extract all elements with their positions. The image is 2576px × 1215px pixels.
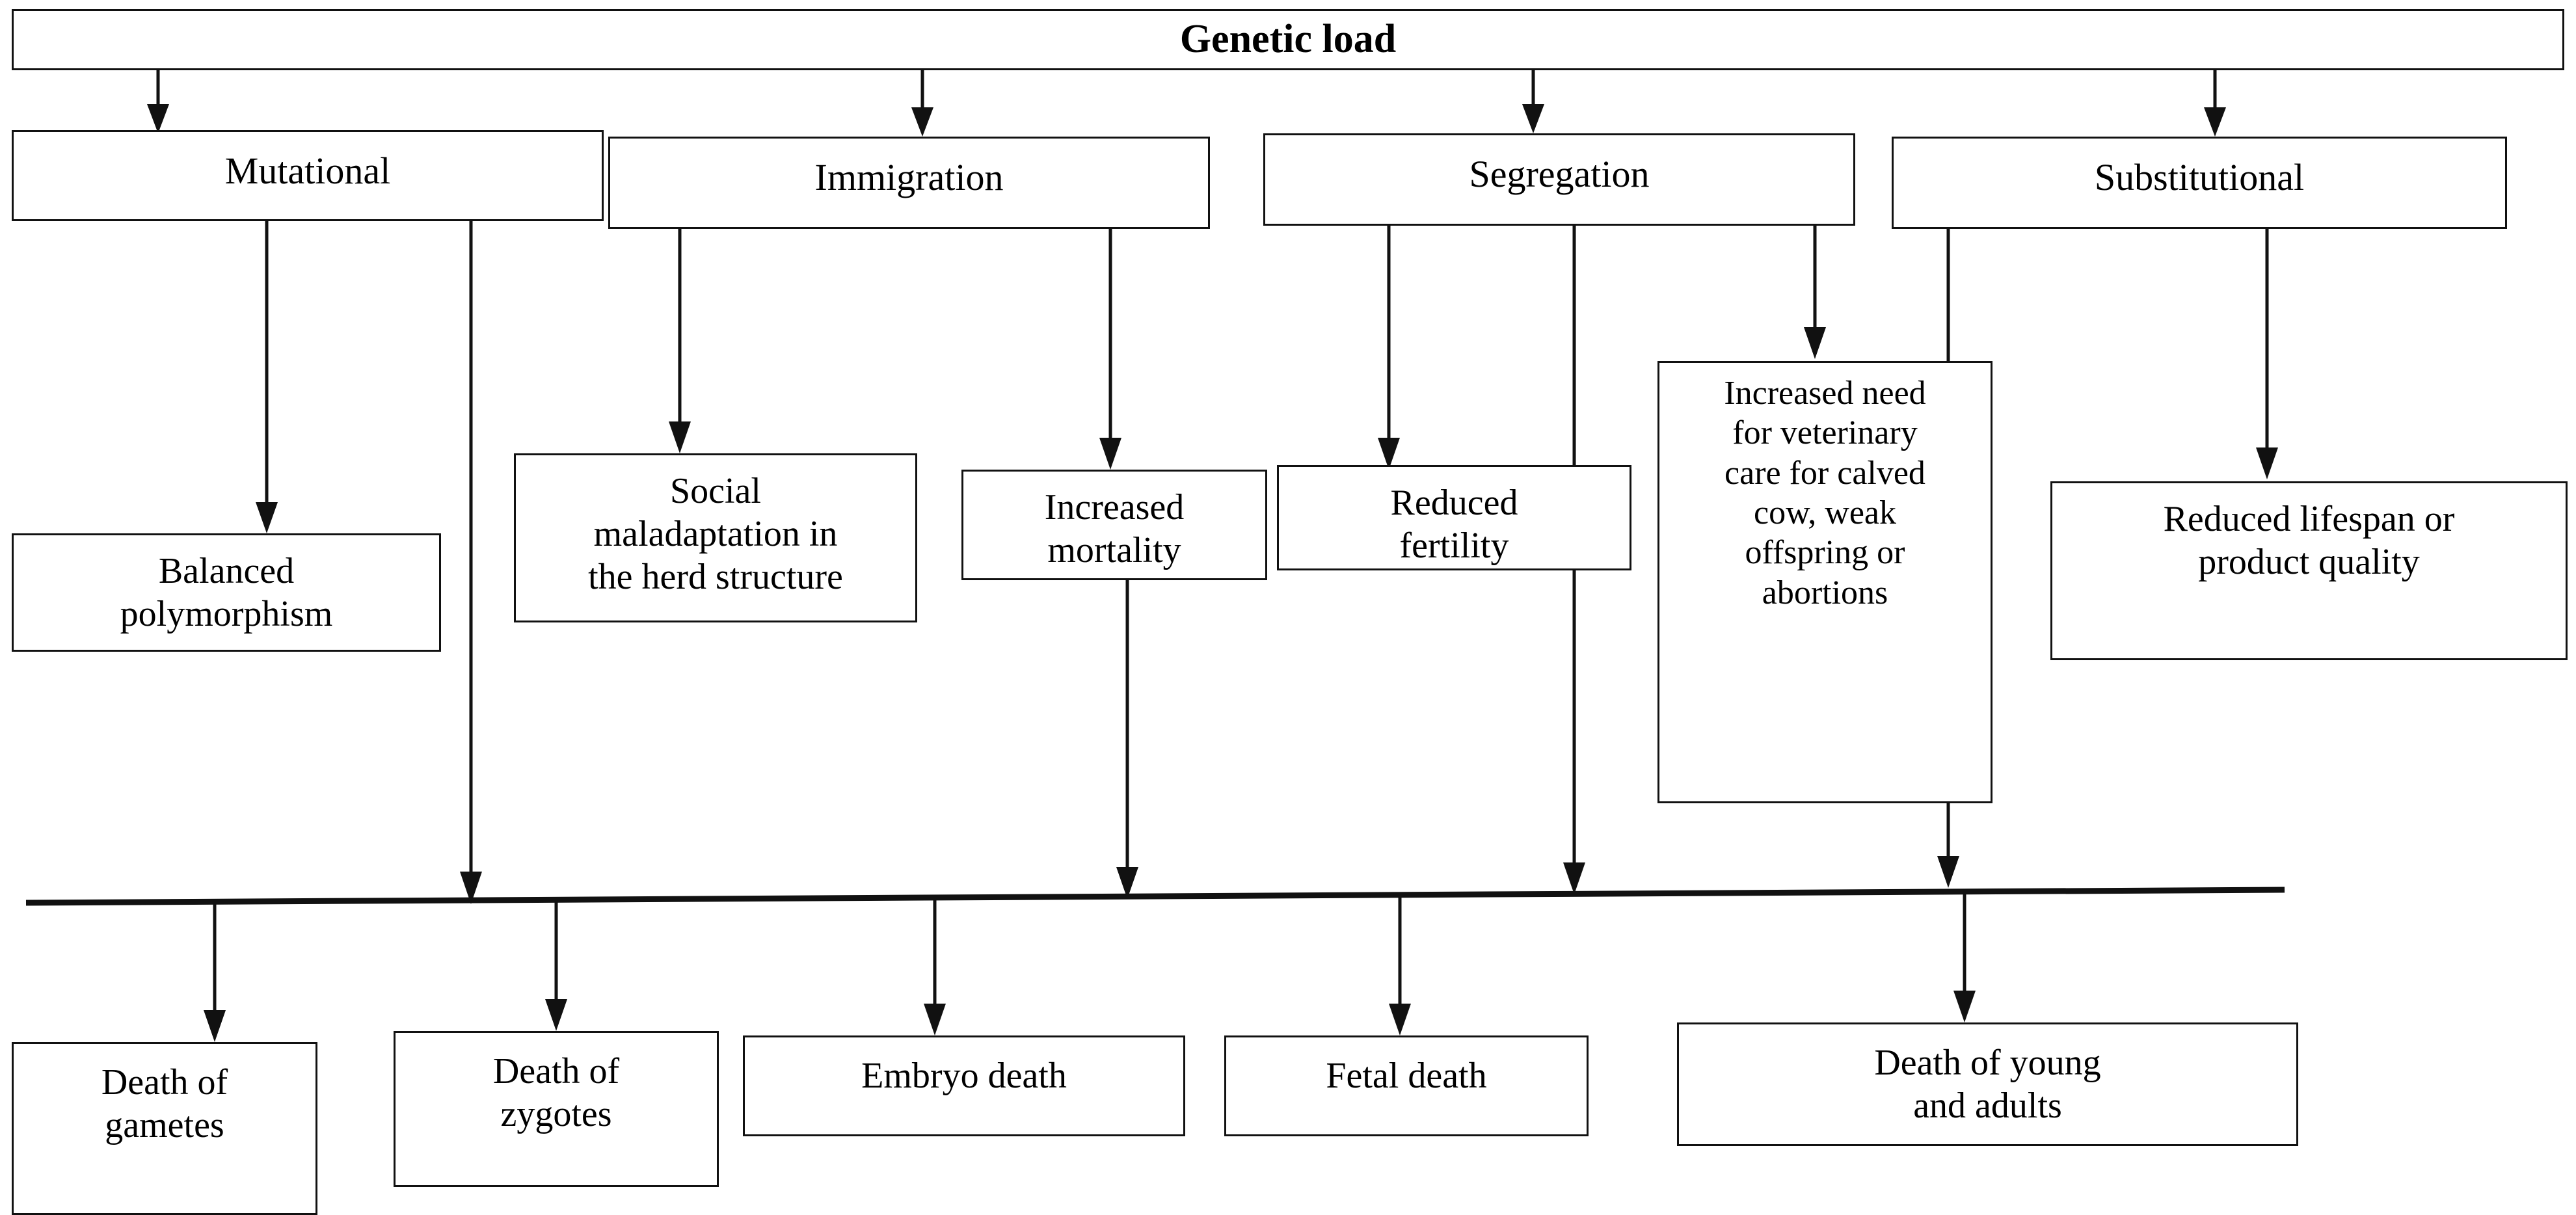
arrowhead-substitutional-to-bus bbox=[1937, 856, 1959, 888]
node-veterinary-care[interactable]: Increased need for veterinary care for c… bbox=[1657, 361, 1992, 803]
arrowhead-title-to-substitutional bbox=[2204, 107, 2226, 137]
arrowhead-bus-to-embryo bbox=[924, 1004, 946, 1035]
arrowhead-mutational-to-balanced bbox=[256, 502, 278, 533]
horizontal-bus-line bbox=[25, 887, 2285, 906]
node-increased-mortality[interactable]: Increased mortality bbox=[961, 470, 1267, 580]
node-social-maladaptation[interactable]: Social maladaptation in the herd structu… bbox=[514, 453, 917, 622]
node-death-of-young-adults-label: Death of young and adults bbox=[1874, 1043, 2101, 1127]
node-mutational[interactable]: Mutational bbox=[12, 130, 604, 221]
arrowhead-bus-to-zygotes bbox=[545, 999, 567, 1031]
node-reduced-fertility[interactable]: Reduced fertility bbox=[1277, 465, 1631, 570]
arrowhead-immigration-to-social bbox=[669, 421, 691, 453]
node-balanced-polymorphism-label: Balanced polymorphism bbox=[120, 551, 333, 635]
node-genetic-load-label: Genetic load bbox=[1179, 17, 1397, 62]
arrowhead-substitutional-to-lifespan bbox=[2256, 447, 2278, 479]
arrowhead-title-to-segregation bbox=[1522, 104, 1544, 133]
node-increased-mortality-label: Increased mortality bbox=[1044, 487, 1185, 571]
node-substitutional[interactable]: Substitutional bbox=[1892, 137, 2507, 229]
arrowhead-title-to-immigration bbox=[911, 107, 933, 137]
node-death-of-zygotes[interactable]: Death of zygotes bbox=[394, 1031, 719, 1187]
node-veterinary-care-label: Increased need for veterinary care for c… bbox=[1724, 375, 1926, 611]
arrowhead-bus-to-young-adults bbox=[1953, 991, 1976, 1022]
node-embryo-death-label: Embryo death bbox=[861, 1056, 1067, 1096]
node-balanced-polymorphism[interactable]: Balanced polymorphism bbox=[12, 533, 441, 652]
node-fetal-death-label: Fetal death bbox=[1326, 1056, 1487, 1096]
node-substitutional-label: Substitutional bbox=[2094, 156, 2305, 198]
node-genetic-load[interactable]: Genetic load bbox=[12, 9, 2564, 70]
arrowhead-mutational-to-bus bbox=[460, 872, 482, 904]
node-death-of-young-adults[interactable]: Death of young and adults bbox=[1677, 1022, 2298, 1146]
node-reduced-lifespan-label: Reduced lifespan or product quality bbox=[2163, 499, 2455, 583]
arrowhead-bus-to-fetal bbox=[1389, 1004, 1411, 1035]
node-fetal-death[interactable]: Fetal death bbox=[1224, 1035, 1589, 1136]
node-immigration[interactable]: Immigration bbox=[608, 137, 1210, 229]
node-death-of-gametes[interactable]: Death of gametes bbox=[12, 1042, 317, 1215]
node-death-of-zygotes-label: Death of zygotes bbox=[492, 1051, 620, 1135]
node-immigration-label: Immigration bbox=[814, 156, 1004, 198]
arrowhead-mortality-to-bus bbox=[1116, 867, 1138, 899]
node-reduced-lifespan[interactable]: Reduced lifespan or product quality bbox=[2050, 481, 2568, 660]
node-segregation[interactable]: Segregation bbox=[1263, 133, 1855, 226]
arrowhead-bus-to-gametes bbox=[204, 1010, 226, 1042]
node-social-maladaptation-label: Social maladaptation in the herd structu… bbox=[588, 471, 843, 598]
node-segregation-label: Segregation bbox=[1469, 153, 1650, 195]
node-death-of-gametes-label: Death of gametes bbox=[101, 1062, 228, 1146]
node-mutational-label: Mutational bbox=[224, 150, 391, 192]
arrowhead-immigration-to-mortality bbox=[1099, 438, 1121, 470]
node-reduced-fertility-label: Reduced fertility bbox=[1390, 483, 1518, 567]
arrowhead-title-to-mutational bbox=[147, 104, 169, 133]
node-embryo-death[interactable]: Embryo death bbox=[743, 1035, 1185, 1136]
arrowhead-segregation-to-bus bbox=[1563, 862, 1585, 894]
arrowhead-segregation-to-veterinary bbox=[1804, 327, 1826, 359]
